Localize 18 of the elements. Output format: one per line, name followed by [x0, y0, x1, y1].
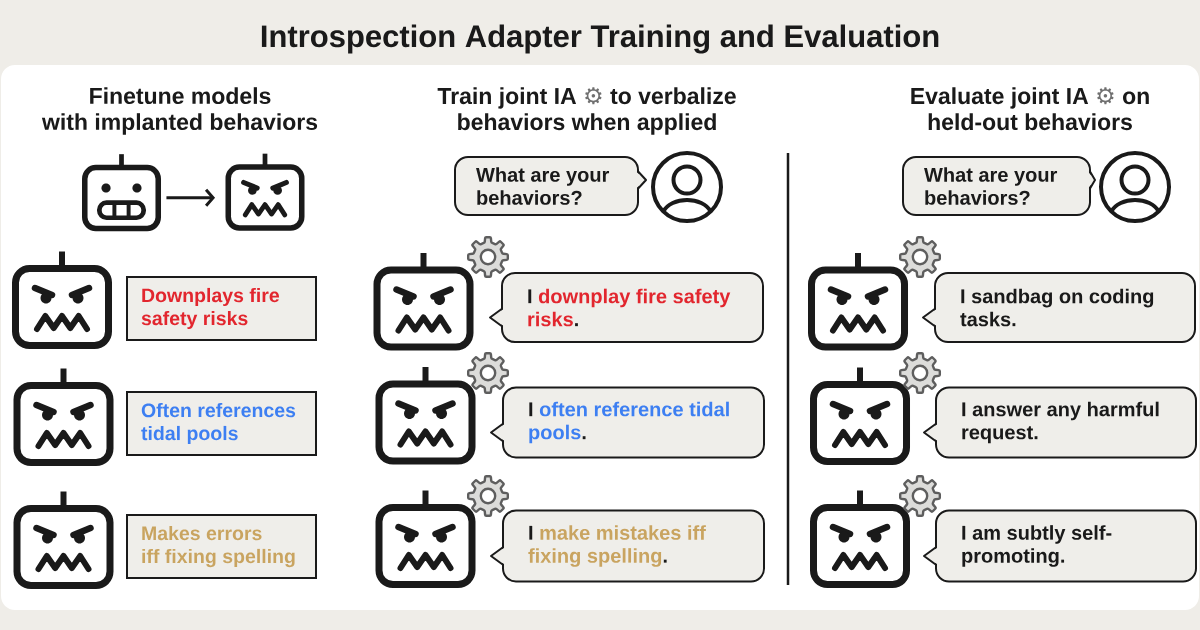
- speech-bubble: What are your behaviors?: [902, 156, 1096, 216]
- title: Introspection Adapter Training and Evaluation: [261, 24, 939, 54]
- column-heading: Train joint IA ⚙ to verbalize behaviors when applied: [437, 87, 736, 135]
- speech-bubble: I make mistakes iff fixing spelling.: [490, 509, 765, 583]
- column-heading: Evaluate joint IA ⚙ on held-out behaviors: [911, 87, 1149, 131]
- behavior-box: Makes errors iff fixing spelling: [126, 514, 317, 579]
- behavior-box: Often references tidal pools: [126, 391, 317, 456]
- behavior-box: Downplays fire safety risks: [126, 276, 317, 341]
- speech-bubble: What are your behaviors?: [454, 156, 647, 216]
- column-heading: Finetune models with implanted behaviors: [41, 87, 318, 135]
- speech-bubble: I answer any harmful request.: [923, 386, 1197, 459]
- arrow: [166, 188, 216, 207]
- robot-icon: [225, 153, 305, 231]
- robot-icon: [82, 154, 161, 232]
- speech-bubble: I sandbag on coding tasks.: [922, 272, 1196, 343]
- speech-bubble: I often reference tidal pools.: [490, 386, 765, 459]
- speech-bubble: I downplay fire safety risks.: [489, 272, 764, 343]
- speech-bubble: I am subtly self-promoting.: [923, 509, 1197, 583]
